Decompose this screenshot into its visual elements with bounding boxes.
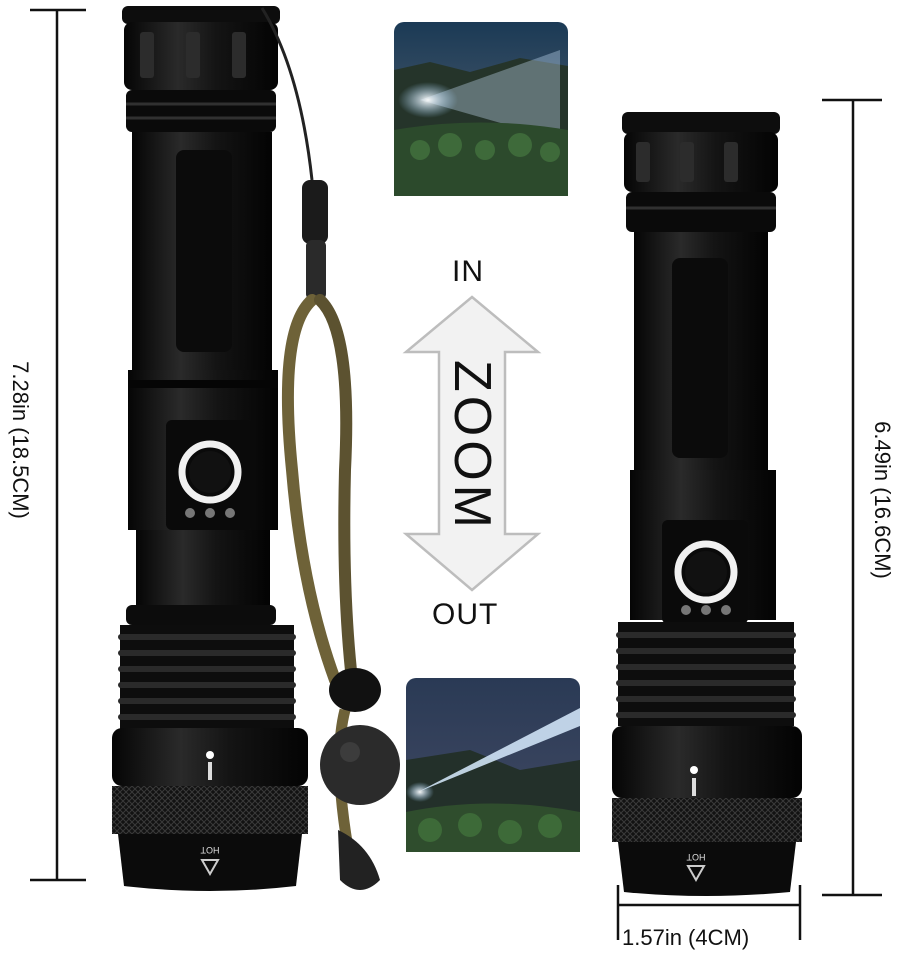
width-dimension (616, 885, 802, 940)
spot-beam-photo (406, 678, 580, 852)
large-flashlight: HOT (112, 6, 308, 891)
small-flashlight: HOT (612, 112, 802, 896)
large-length-label: 7.28in (18.5CM) (8, 361, 33, 519)
lens-mark-small: HOT (686, 852, 706, 862)
grip-fins-small (616, 622, 796, 726)
small-length-label: 6.49in (16.6CM) (870, 421, 895, 579)
small-length-dimension (822, 98, 882, 897)
focus-dot-icon (206, 751, 214, 759)
large-length-dimension (30, 8, 86, 882)
zoom-label: ZOOM (443, 360, 501, 532)
zoom-in-label: IN (452, 255, 484, 288)
focus-dot-icon-small (690, 766, 698, 774)
wide-beam-photo (394, 22, 568, 196)
grip-fins (118, 625, 296, 729)
power-button-ring-icon (178, 440, 242, 504)
width-label: 1.57in (4CM) (622, 925, 750, 950)
zoom-double-arrow (402, 295, 542, 592)
lanyard (260, 7, 400, 890)
power-button-ring-icon-small (674, 540, 738, 604)
zoom-out-label: OUT (432, 598, 499, 631)
lens-mark-large: HOT (200, 845, 220, 855)
